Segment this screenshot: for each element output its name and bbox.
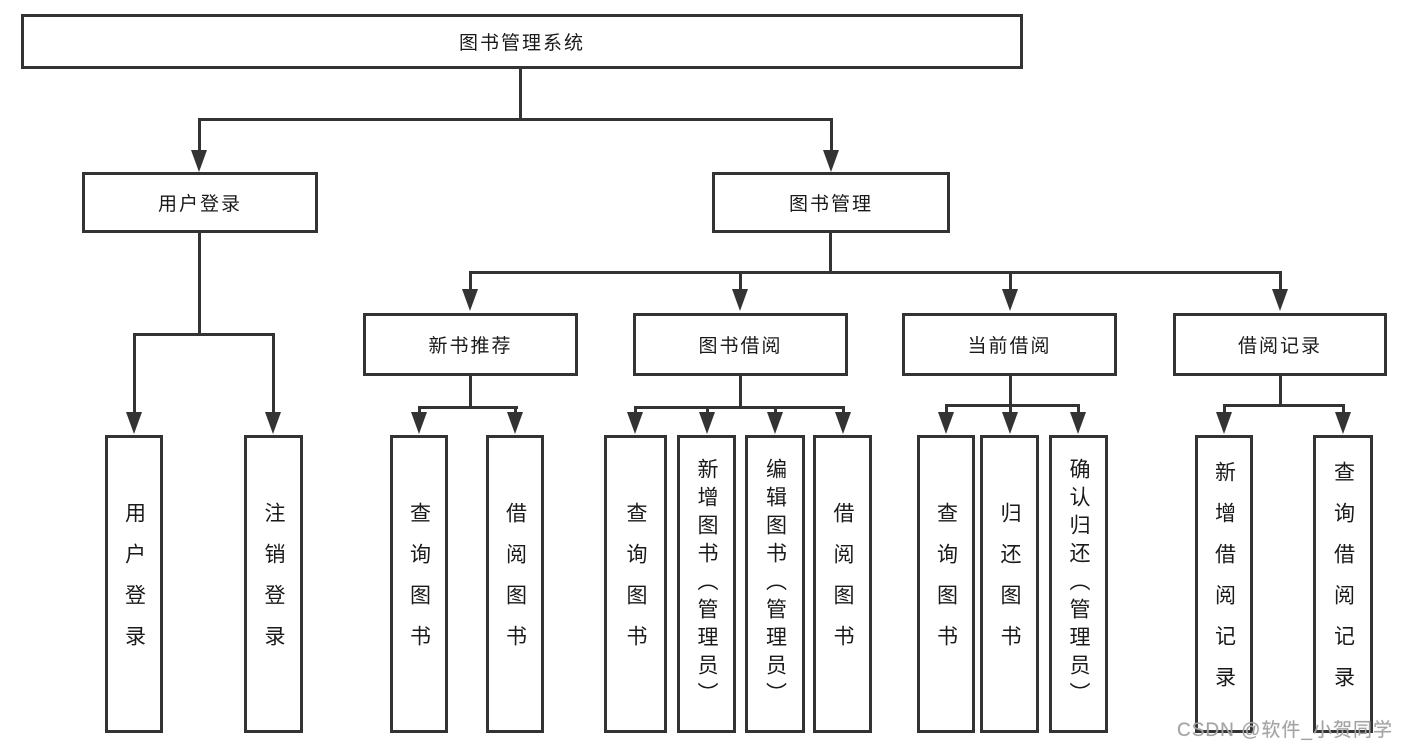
connector-borrow-record-bar (1223, 404, 1345, 407)
connector-book-borrow-stem (739, 376, 742, 409)
arrow-down-icon (835, 412, 851, 434)
connector-drop-book-management (830, 118, 833, 153)
leaf-borrow-books: 借阅图书 (813, 435, 872, 733)
arrow-down-icon (767, 412, 783, 434)
leaf-borrow-books-recommend: 借阅图书 (486, 435, 544, 733)
connector-drop-leaf (634, 406, 637, 415)
node-book-borrowing-label: 图书借阅 (698, 336, 783, 357)
leaf-query-books-current: 查询图书 (917, 435, 975, 733)
node-borrowing-records-label: 借阅记录 (1237, 336, 1322, 357)
leaf-label: 查询借阅记录 (1331, 461, 1355, 707)
watermark: CSDN @软件_小贺同学 (1177, 720, 1393, 741)
leaf-label: 查询图书 (407, 502, 431, 666)
arrow-down-icon (1272, 289, 1288, 311)
connector-drop-leaf (133, 333, 136, 413)
arrow-down-icon (191, 150, 207, 172)
connector-drop-leaf (945, 404, 948, 415)
arrow-down-icon (265, 412, 281, 434)
connector-drop-level3 (1009, 271, 1012, 291)
arrow-down-icon (126, 412, 142, 434)
connector-drop-leaf (1009, 404, 1012, 415)
leaf-label: 用户登录 (122, 502, 146, 666)
node-new-book-recommend: 新书推荐 (363, 313, 578, 376)
connector-drop-leaf (418, 406, 421, 415)
leaf-label: 确认归还（管理员） (1067, 458, 1090, 710)
connector-drop-leaf (1223, 404, 1226, 415)
arrow-down-icon (823, 150, 839, 172)
leaf-add-borrow-record: 新增借阅记录 (1195, 435, 1253, 733)
connector-book-management-stem (829, 233, 832, 274)
node-root-label: 图书管理系统 (458, 33, 585, 54)
node-user-login: 用户登录 (82, 172, 318, 233)
connector-new-book-stem (469, 376, 472, 409)
arrow-down-icon (411, 412, 427, 434)
connector-drop-leaf (706, 406, 709, 415)
connector-drop-leaf (774, 406, 777, 415)
connector-drop-leaf (514, 406, 517, 415)
leaf-logout: 注销登录 (244, 435, 303, 733)
connector-drop-leaf (1077, 404, 1080, 415)
connector-drop-leaf (272, 333, 275, 413)
arrow-down-icon (462, 289, 478, 311)
leaf-label: 注销登录 (262, 502, 285, 666)
leaf-label: 查询图书 (624, 502, 647, 666)
connector-new-book-bar (418, 406, 518, 409)
leaf-add-books-admin: 新增图书（管理员） (677, 435, 736, 733)
node-new-book-recommend-label: 新书推荐 (428, 336, 513, 357)
connector-drop-leaf (1342, 404, 1345, 415)
connector-drop-leaf (842, 406, 845, 415)
arrow-down-icon (507, 412, 523, 434)
connector-root-stem (519, 67, 522, 119)
leaf-query-books-borrowing: 查询图书 (604, 435, 667, 733)
node-current-borrowing: 当前借阅 (902, 313, 1117, 376)
node-current-borrowing-label: 当前借阅 (967, 336, 1052, 357)
node-root: 图书管理系统 (21, 14, 1023, 69)
connector-drop-user-login (198, 118, 201, 153)
connector-drop-level3 (469, 271, 472, 291)
node-book-management: 图书管理 (712, 172, 950, 233)
leaf-label: 借阅图书 (831, 502, 854, 666)
leaf-confirm-return-admin: 确认归还（管理员） (1049, 435, 1108, 733)
node-book-management-label: 图书管理 (788, 194, 873, 215)
arrow-down-icon (1002, 289, 1018, 311)
leaf-return-books: 归还图书 (980, 435, 1039, 733)
leaf-query-borrow-record: 查询借阅记录 (1313, 435, 1373, 733)
connector-root-bar (198, 118, 832, 121)
arrow-down-icon (732, 289, 748, 311)
connector-book-borrow-bar (634, 406, 845, 409)
leaf-label: 编辑图书（管理员） (763, 458, 787, 710)
arrow-down-icon (1002, 412, 1018, 434)
node-book-borrowing: 图书借阅 (633, 313, 848, 376)
connector-drop-level3 (739, 271, 742, 291)
arrow-down-icon (1335, 412, 1351, 434)
arrow-down-icon (1216, 412, 1232, 434)
leaf-label: 归还图书 (998, 502, 1021, 666)
arrow-down-icon (627, 412, 643, 434)
connector-borrow-record-stem (1279, 376, 1282, 407)
connector-current-borrow-stem (1009, 376, 1012, 407)
leaf-edit-books-admin: 编辑图书（管理员） (745, 435, 805, 733)
connector-drop-level3 (1279, 271, 1282, 291)
connector-current-borrow-bar (945, 404, 1080, 407)
leaf-label: 新增图书（管理员） (695, 458, 718, 710)
connector-book-management-bar (469, 271, 1282, 274)
arrow-down-icon (1070, 412, 1086, 434)
leaf-label: 借阅图书 (503, 502, 527, 666)
leaf-query-books-recommend: 查询图书 (390, 435, 448, 733)
arrow-down-icon (938, 412, 954, 434)
node-user-login-label: 用户登录 (157, 194, 242, 215)
leaf-label: 查询图书 (934, 502, 958, 666)
connector-user-login-stem (198, 233, 201, 335)
leaf-user-login: 用户登录 (105, 435, 163, 733)
leaf-label: 新增借阅记录 (1212, 461, 1236, 707)
arrow-down-icon (699, 412, 715, 434)
node-borrowing-records: 借阅记录 (1173, 313, 1387, 376)
connector-user-login-bar (133, 333, 275, 336)
